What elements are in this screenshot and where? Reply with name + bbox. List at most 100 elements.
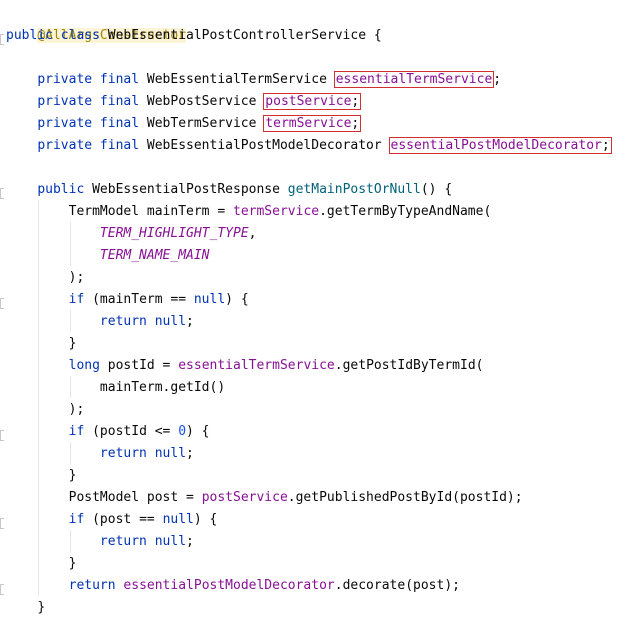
- code-line[interactable]: if (post == null) {: [6, 509, 218, 531]
- type-name: WebEssentialPostModelDecorator: [146, 138, 382, 153]
- brace: {: [373, 28, 382, 43]
- type-name: WebPostService: [146, 94, 257, 109]
- code-text: TermModel mainTerm =: [68, 204, 233, 219]
- fold-marker[interactable]: [0, 518, 4, 529]
- code-line[interactable]: private final WebTermService termService…: [6, 113, 362, 135]
- code-line[interactable]: return null;: [6, 311, 194, 333]
- field-ref: essentialPostModelDecorator: [123, 578, 335, 593]
- keyword: private final: [37, 116, 140, 131]
- code-line[interactable]: if (postId <= 0) {: [6, 421, 210, 443]
- code-text: ;: [186, 534, 194, 549]
- field-name: postService: [265, 94, 352, 109]
- keyword: null: [154, 534, 187, 549]
- code-text: ) {: [186, 424, 210, 439]
- code-line[interactable]: long postId = essentialTermService.getPo…: [6, 355, 484, 377]
- field-ref: postService: [201, 490, 288, 505]
- indent-guide: [70, 442, 71, 464]
- keyword: return: [99, 314, 147, 329]
- keyword: if: [68, 512, 85, 527]
- code-line[interactable]: private final WebEssentialPostModelDecor…: [6, 135, 612, 157]
- fold-marker[interactable]: [0, 188, 4, 199]
- field-name: termService: [265, 116, 352, 131]
- keyword: public: [37, 182, 85, 197]
- constant: TERM_HIGHLIGHT_TYPE: [99, 226, 249, 241]
- field-name: essentialPostModelDecorator: [390, 138, 602, 153]
- keyword: null: [193, 292, 226, 307]
- type-name: WebTermService: [146, 116, 257, 131]
- keyword: return: [99, 446, 147, 461]
- code-line[interactable]: return essentialPostModelDecorator.decor…: [6, 575, 460, 597]
- code-text: ) {: [225, 292, 249, 307]
- fold-marker[interactable]: [0, 430, 4, 441]
- keyword: return: [68, 578, 116, 593]
- number-literal: 0: [178, 424, 187, 439]
- code-line[interactable]: TERM_HIGHLIGHT_TYPE,: [6, 223, 257, 245]
- brace: }: [68, 556, 77, 571]
- code-text: );: [68, 402, 85, 417]
- code-line[interactable]: mainTerm.getId(): [6, 377, 225, 399]
- code-line[interactable]: }: [6, 465, 77, 487]
- code-text: mainTerm.getId(): [99, 380, 226, 395]
- fold-marker[interactable]: [0, 34, 4, 45]
- field-ref: essentialTermService: [178, 358, 335, 373]
- keyword: return: [99, 534, 147, 549]
- keyword: if: [68, 424, 85, 439]
- code-text: ) {: [193, 512, 218, 527]
- indent-guide: [70, 376, 71, 398]
- code-text: (postId <=: [84, 424, 179, 439]
- keyword: private final: [37, 94, 140, 109]
- code-line[interactable]: public WebEssentialPostResponse getMainP…: [6, 179, 452, 201]
- code-text: .getPostIdByTermId(: [334, 358, 484, 373]
- code-text: (mainTerm ==: [84, 292, 194, 307]
- type-name: WebEssentialPostResponse: [92, 182, 280, 197]
- constant: TERM_NAME_MAIN: [99, 248, 210, 263]
- keyword: private final: [37, 138, 140, 153]
- code-line[interactable]: if (mainTerm == null) {: [6, 289, 249, 311]
- indent-guide: [70, 222, 71, 266]
- indent-guide: [38, 200, 39, 596]
- code-line[interactable]: private final WebEssentialTermService es…: [6, 69, 501, 91]
- fold-marker[interactable]: [0, 298, 4, 309]
- brace: }: [68, 336, 77, 351]
- keyword: private final: [37, 72, 140, 87]
- method-name: getMainPostOrNull: [287, 182, 421, 197]
- indent-guide: [70, 310, 71, 332]
- code-line[interactable]: );: [6, 267, 85, 289]
- code-text: (post ==: [84, 512, 163, 527]
- semicolon: ;: [351, 116, 360, 131]
- code-line[interactable]: public class WebEssentialPostControllerS…: [6, 25, 382, 47]
- code-line[interactable]: );: [6, 399, 85, 421]
- code-line[interactable]: }: [6, 553, 77, 575]
- code-line[interactable]: return null;: [6, 531, 194, 553]
- code-line[interactable]: PostModel post = postService.getPublishe…: [6, 487, 523, 509]
- annotation: @AllArgsConstructor: [37, 28, 187, 43]
- indent-guide: [70, 530, 71, 552]
- code-text: PostModel post =: [68, 490, 202, 505]
- code-text: ,: [248, 226, 257, 241]
- keyword: null: [154, 314, 187, 329]
- code-line[interactable]: TERM_NAME_MAIN: [6, 245, 210, 267]
- keyword: null: [154, 446, 187, 461]
- keyword: public class: [6, 28, 100, 43]
- code-line[interactable]: TermModel mainTerm = termService.getTerm…: [6, 201, 492, 223]
- semicolon: ;: [601, 138, 610, 153]
- code-text: postId =: [99, 358, 179, 373]
- code-line[interactable]: }: [6, 597, 45, 619]
- code-text: .getTermByTypeAndName(: [319, 204, 492, 219]
- keyword: if: [68, 292, 85, 307]
- fold-marker[interactable]: [0, 584, 4, 595]
- semicolon: ;: [493, 72, 502, 87]
- code-line[interactable]: return null;: [6, 443, 194, 465]
- code-text: .getPublishedPostById(postId);: [287, 490, 523, 505]
- type-name: WebEssentialTermService: [146, 72, 327, 87]
- code-line[interactable]: @AllArgsConstructor: [6, 3, 187, 43]
- code-line[interactable]: private final WebPostService postService…: [6, 91, 362, 113]
- class-name: WebEssentialPostControllerService: [107, 28, 367, 43]
- highlighted-field-box: essentialPostModelDecorator;: [388, 137, 612, 154]
- code-line[interactable]: }: [6, 333, 77, 355]
- highlighted-field-box: termService;: [263, 115, 362, 132]
- highlighted-field: essentialTermService: [333, 71, 495, 88]
- keyword: null: [162, 512, 194, 527]
- code-text: () {: [420, 182, 453, 197]
